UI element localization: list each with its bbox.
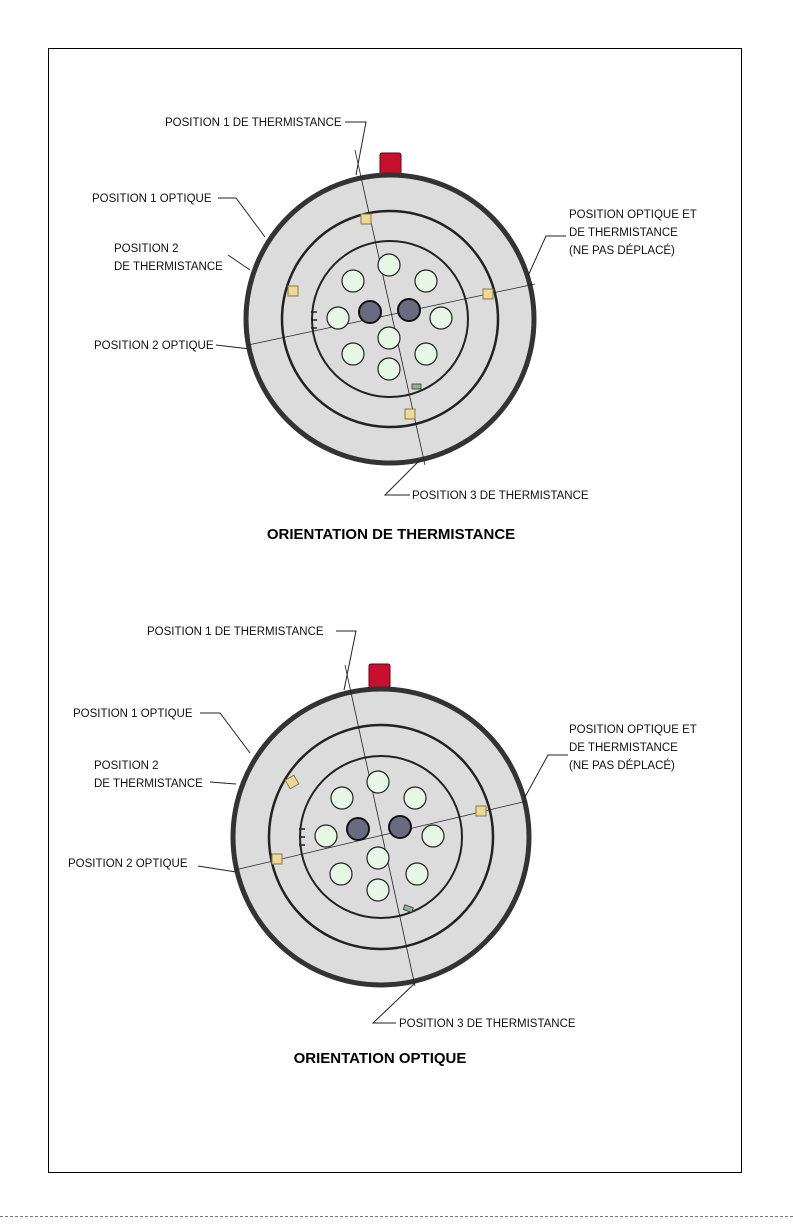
leader-pos2-opt	[215, 344, 251, 350]
connector-icon	[368, 663, 391, 689]
optical-holes	[326, 253, 453, 381]
hole	[405, 862, 429, 886]
label-pos1-therm: POSITION 1 DE THERMISTANCE	[165, 117, 342, 129]
label-pos1-opt: POSITION 1 OPTIQUE	[92, 193, 212, 205]
axis-line-vertical	[344, 664, 416, 987]
label-pos2-therm-line2: DE THERMISTANCE	[114, 261, 223, 273]
thermistor-sensor-icon	[475, 805, 487, 817]
hole	[421, 824, 445, 848]
hole	[414, 342, 438, 366]
small-sensor-icon	[402, 904, 414, 914]
hole	[366, 770, 390, 794]
leader-pos1-opt	[200, 712, 251, 754]
label-pos2-therm-line1: POSITION 2	[114, 243, 179, 255]
thermistor-sensor-icon	[287, 285, 299, 297]
label-fixed-line2: DE THERMISTANCE	[569, 742, 678, 754]
thermistor-sensor-icon	[404, 408, 416, 420]
leader-pos3-therm	[383, 459, 421, 496]
hole	[330, 786, 354, 810]
diagram-optical-orientation: POSITION 1 DE THERMISTANCE POSITION 1 OP…	[68, 626, 697, 1067]
leader-pos1-therm	[345, 121, 367, 176]
hole	[329, 862, 353, 886]
probe-icon	[397, 298, 421, 322]
diagram-title: ORIENTATION DE THERMISTANCE	[267, 526, 515, 543]
label-pos3-therm: POSITION 3 DE THERMISTANCE	[412, 490, 589, 502]
hole	[414, 269, 438, 293]
label-pos1-therm: POSITION 1 DE THERMISTANCE	[147, 626, 324, 638]
hole	[314, 824, 338, 848]
page-bottom-rule	[0, 1216, 793, 1217]
hole	[366, 878, 390, 902]
label-pos2-opt: POSITION 2 OPTIQUE	[94, 340, 214, 352]
label-fixed-line1: POSITION OPTIQUE ET	[569, 209, 697, 221]
label-pos2-therm-line2: DE THERMISTANCE	[94, 778, 203, 790]
leader-fixed	[524, 754, 568, 798]
thermistor-sensor-icon	[271, 853, 283, 865]
key-tabs	[311, 311, 317, 329]
middle-ring	[267, 723, 495, 951]
inner-ring	[311, 240, 469, 398]
label-fixed-line3: (NE PAS DÉPLACÉ)	[569, 244, 675, 257]
thermistor-sensor-icon	[482, 288, 494, 300]
leader-pos1-opt	[218, 197, 266, 238]
small-sensor-icon	[411, 383, 422, 390]
outer-ring	[230, 686, 532, 988]
label-fixed-line1: POSITION OPTIQUE ET	[569, 724, 697, 736]
label-pos3-therm: POSITION 3 DE THERMISTANCE	[399, 1018, 576, 1030]
leader-pos2-opt	[197, 865, 237, 873]
label-fixed-line3: (NE PAS DÉPLACÉ)	[569, 759, 675, 772]
leader-pos1-therm	[336, 630, 357, 691]
hole	[377, 326, 401, 350]
thermistor-sensor-icon	[360, 213, 372, 225]
diagram-thermistor-orientation: POSITION 1 DE THERMISTANCE POSITION 1 OP…	[92, 117, 697, 543]
hole	[366, 846, 390, 870]
probe-icon	[358, 300, 382, 324]
hole	[429, 306, 453, 330]
leader-fixed	[527, 235, 566, 277]
outer-ring	[243, 172, 537, 466]
hole	[341, 269, 365, 293]
label-pos2-therm-line1: POSITION 2	[94, 760, 159, 772]
optical-holes	[314, 770, 445, 902]
label-pos1-opt: POSITION 1 OPTIQUE	[73, 708, 193, 720]
diagram-title: ORIENTATION OPTIQUE	[294, 1050, 467, 1067]
leader-pos2-therm	[227, 254, 251, 271]
hole	[403, 786, 427, 810]
label-fixed-line2: DE THERMISTANCE	[569, 227, 678, 239]
hole	[326, 306, 350, 330]
thermistor-sensor-icon	[284, 774, 300, 790]
leader-pos3-therm	[371, 982, 416, 1024]
probe-icon	[346, 817, 370, 841]
hole	[341, 342, 365, 366]
leader-pos2-therm	[209, 781, 237, 785]
probe-icon	[388, 815, 412, 839]
label-pos2-opt: POSITION 2 OPTIQUE	[68, 858, 188, 870]
middle-ring	[280, 209, 500, 429]
key-tabs	[299, 828, 305, 846]
page-frame	[48, 48, 742, 1173]
hole	[377, 357, 401, 381]
hole	[377, 253, 401, 277]
